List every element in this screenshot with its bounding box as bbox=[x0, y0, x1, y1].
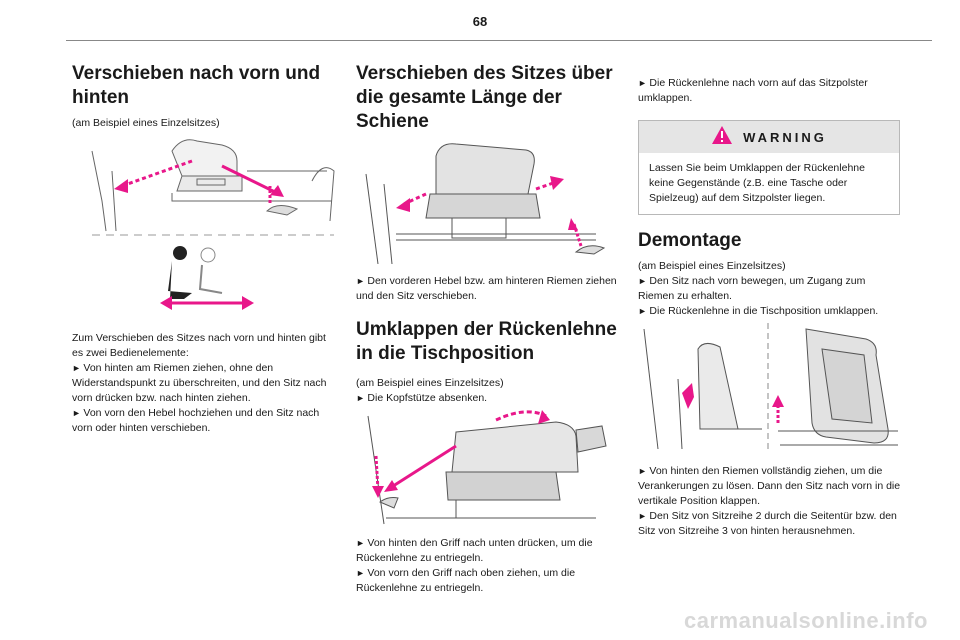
instruction-step: Den Sitz von Sitzreihe 2 durch die Seite… bbox=[638, 509, 902, 539]
section-heading: Verschieben des Sitzes über die gesamte … bbox=[356, 63, 613, 132]
section-subtitle: (am Beispiel eines Einzelsitzes) bbox=[356, 377, 504, 389]
instruction-step: Den Sitz nach vorn bewegen, um Zugang zu… bbox=[638, 274, 902, 304]
warning-header: WARNING bbox=[639, 121, 899, 153]
column-2: Verschieben des Sitzes über die gesamte … bbox=[356, 62, 618, 596]
header-rule bbox=[66, 40, 932, 41]
section-heading: Demontage bbox=[638, 230, 742, 251]
seat-removal-illustration bbox=[638, 319, 902, 454]
instruction-step: Den vorderen Hebel bzw. am hinteren Riem… bbox=[356, 274, 618, 304]
instruction-step: Die Rückenlehne nach vorn auf das Sitzpo… bbox=[638, 76, 902, 106]
seat-slide-illustration bbox=[72, 131, 336, 241]
column-3: Die Rückenlehne nach vorn auf das Sitzpo… bbox=[638, 76, 902, 539]
warning-box: WARNING Lassen Sie beim Umklappen der Rü… bbox=[638, 120, 900, 215]
column-1: Verschieben nach vorn und hinten (am Bei… bbox=[72, 62, 336, 436]
warning-title: WARNING bbox=[743, 129, 827, 145]
instruction-step: Von hinten am Riemen ziehen, ohne den Wi… bbox=[72, 361, 336, 406]
warning-text: Lassen Sie beim Umklappen der Rückenlehn… bbox=[649, 162, 865, 204]
instruction-step: Von hinten den Griff nach unten drücken,… bbox=[356, 536, 618, 566]
instruction-step: Von vorn den Griff nach oben ziehen, um … bbox=[356, 566, 618, 596]
page-number: 68 bbox=[472, 14, 488, 29]
instruction-step: Von hinten den Riemen vollständig ziehen… bbox=[638, 464, 902, 509]
watermark: carmanualsonline.info bbox=[684, 608, 928, 633]
seat-fold-illustration bbox=[356, 406, 618, 526]
seat-position-pictogram bbox=[72, 241, 336, 321]
instruction-step: Von vorn den Hebel hochziehen und den Si… bbox=[72, 406, 336, 436]
instruction-step: Die Kopfstütze absenken. bbox=[356, 391, 618, 406]
section-subtitle: (am Beispiel eines Einzelsitzes) bbox=[638, 260, 786, 272]
section-heading: Umklappen der Rückenlehne in die Tischpo… bbox=[356, 319, 617, 364]
warning-triangle-icon bbox=[711, 125, 733, 150]
instruction-step: Die Rückenlehne in die Tischposition umk… bbox=[638, 304, 902, 319]
section-heading: Verschieben nach vorn und hinten bbox=[72, 63, 321, 108]
seat-rail-illustration bbox=[356, 134, 618, 264]
section-subtitle: (am Beispiel eines Einzelsitzes) bbox=[72, 117, 220, 129]
body-intro: Zum Verschieben des Sitzes nach vorn und… bbox=[72, 332, 326, 359]
